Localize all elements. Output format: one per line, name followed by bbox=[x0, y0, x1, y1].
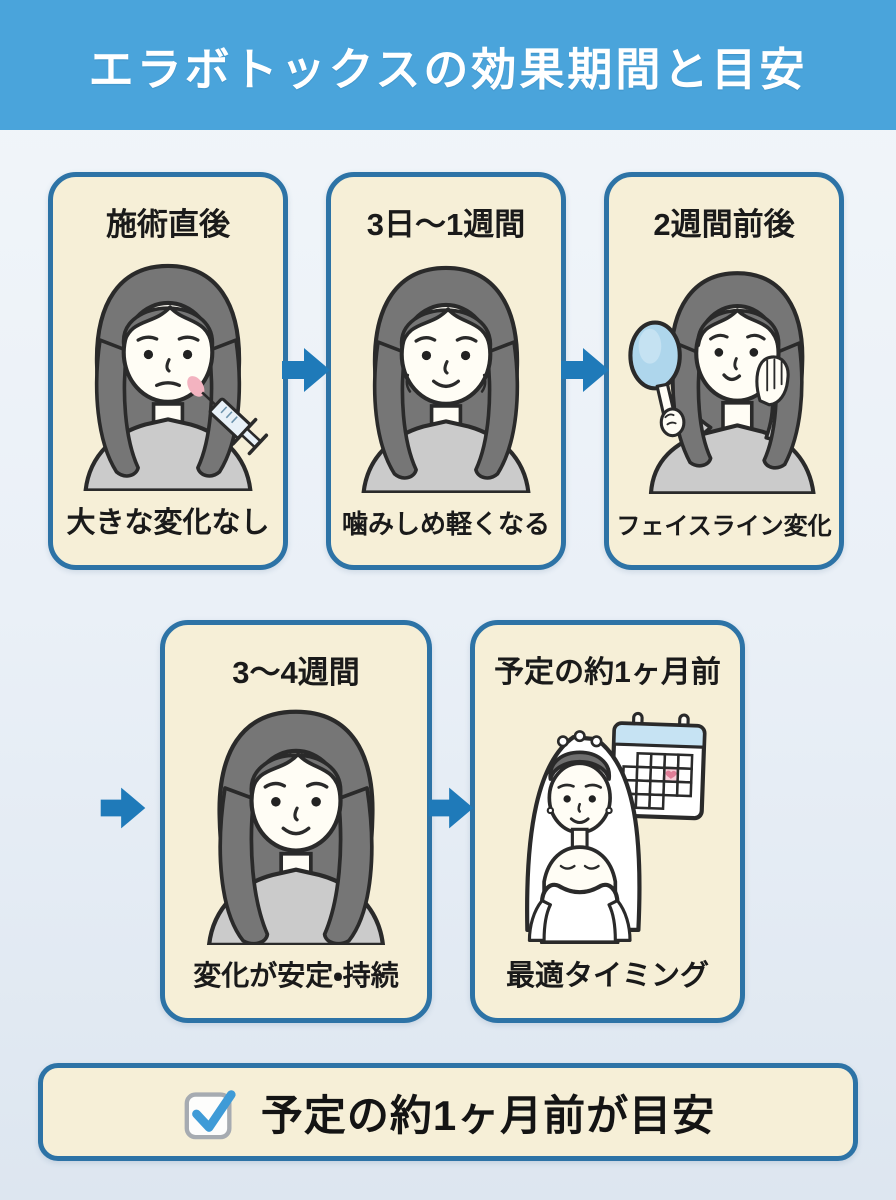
arrow-right-icon bbox=[98, 782, 148, 838]
woman-injection-illustration bbox=[83, 263, 269, 491]
woman-stable-illustration bbox=[206, 709, 386, 945]
card-3-to-4weeks: 3〜4週間 変化が安定・持続 bbox=[160, 620, 432, 1023]
card-immediately-after: 施術直後 大きな変 bbox=[48, 172, 288, 570]
summary-banner: 予定の約1ヶ月前が目安 bbox=[38, 1063, 858, 1161]
card-title: 施術直後 bbox=[106, 207, 230, 242]
arrow-right-icon bbox=[427, 782, 475, 838]
summary-text: 予定の約1ヶ月前が目安 bbox=[260, 1091, 716, 1139]
arrow-right-icon bbox=[282, 342, 330, 398]
card-title: 予定の約1ヶ月前 bbox=[494, 656, 721, 689]
card-caption: 噛みしめ軽くなる bbox=[341, 509, 550, 539]
card-title: 3日〜1週間 bbox=[366, 207, 526, 242]
hand-on-cheek-icon bbox=[755, 355, 790, 407]
card-caption: 最適タイミング bbox=[505, 960, 709, 992]
card-around-2weeks: 2週間前後 bbox=[604, 172, 844, 570]
hand-mirror-icon bbox=[628, 320, 686, 438]
checkbox-checked-icon bbox=[184, 1090, 236, 1140]
woman-mirror-illustration bbox=[628, 271, 816, 494]
woman-relieved-illustration bbox=[361, 265, 531, 493]
page-title: エラボトックスの効果期間と目安 bbox=[88, 43, 808, 95]
card-caption: 変化が安定・持続 bbox=[193, 960, 399, 991]
calendar-icon bbox=[609, 711, 707, 820]
card-3days-to-1week: 3日〜1週間 噛みしめ軽くなる bbox=[326, 172, 566, 570]
bride-icon bbox=[524, 729, 642, 944]
header-banner: エラボトックスの効果期間と目安 bbox=[0, 0, 896, 130]
arrow-right-icon bbox=[561, 342, 609, 398]
card-1month-before-event: 予定の約1ヶ月前 bbox=[470, 620, 745, 1023]
syringe-icon bbox=[201, 390, 269, 455]
card-caption: フェイスライン変化 bbox=[616, 513, 832, 540]
card-title: 2週間前後 bbox=[653, 207, 795, 242]
bride-calendar-illustration bbox=[524, 711, 707, 944]
card-caption: 大きな変化なし bbox=[66, 507, 270, 539]
card-title: 3〜4週間 bbox=[232, 655, 360, 690]
